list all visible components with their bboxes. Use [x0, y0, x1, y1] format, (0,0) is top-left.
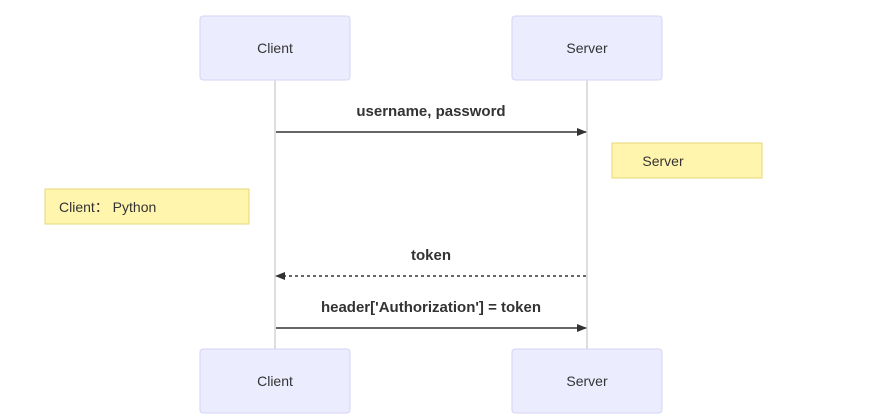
client-actor-bottom: Client [199, 348, 351, 414]
note-server-label: Server [642, 153, 684, 169]
message-label-2: token [411, 247, 451, 264]
client-actor-label: Client [257, 40, 293, 56]
message-label-1: username, password [356, 103, 505, 120]
note-client-label: Client： Python [59, 199, 156, 215]
message-label-3: header['Authorization'] = token [321, 299, 541, 316]
client-actor-top: Client [199, 15, 351, 81]
note-left-of-client: Client： Python [44, 188, 250, 225]
note-right-of-server: Server [611, 142, 763, 179]
server-actor-top: Server [511, 15, 663, 81]
server-actor-label: Server [566, 40, 608, 56]
server-actor-bottom-label: Server [566, 373, 608, 389]
client-actor-bottom-label: Client [257, 373, 293, 389]
server-actor-bottom: Server [511, 348, 663, 414]
